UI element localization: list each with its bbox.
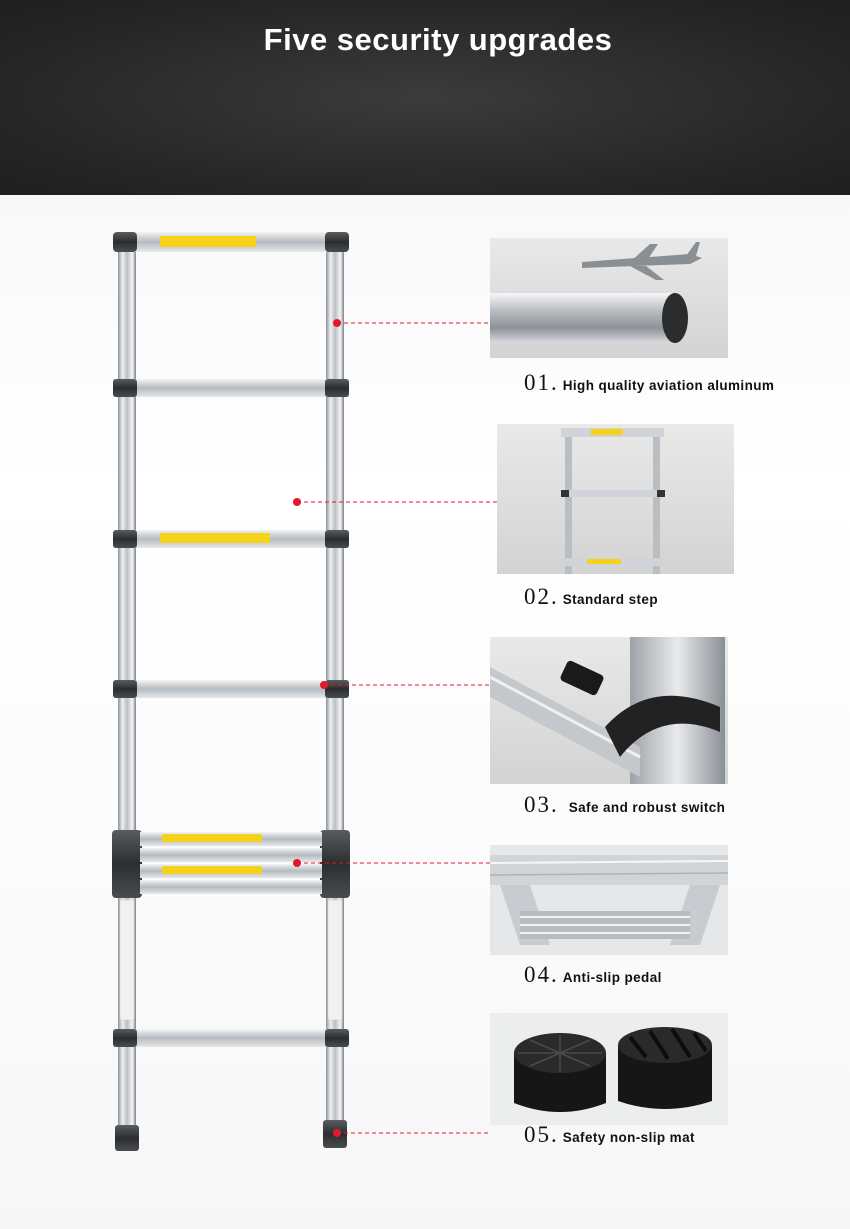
callout-dot-1 bbox=[333, 319, 341, 327]
feature-label-4: Anti-slip pedal bbox=[562, 970, 662, 985]
feature-caption-2: 02. Standard step bbox=[524, 584, 658, 610]
feature-label-5: Safety non-slip mat bbox=[562, 1130, 695, 1145]
header-banner: Five security upgrades bbox=[0, 0, 850, 195]
feature-number-3: 03. bbox=[524, 792, 559, 817]
feature-caption-3: 03. Safe and robust switch bbox=[524, 792, 725, 818]
aluminum-tube-icon bbox=[490, 242, 702, 343]
feature-caption-1: 01. High quality aviation aluminum bbox=[524, 370, 774, 396]
left-foot bbox=[115, 1125, 139, 1151]
lock-switch-icon bbox=[490, 637, 725, 784]
rubber-foot-icon bbox=[490, 1013, 728, 1125]
collapsed-rung-stack bbox=[112, 830, 350, 898]
rung-1 bbox=[113, 379, 349, 397]
rung-2 bbox=[113, 530, 349, 548]
bottom-rung bbox=[113, 1029, 349, 1047]
airplane-icon bbox=[582, 242, 702, 280]
rung-3 bbox=[113, 680, 349, 698]
step-ladder-icon bbox=[561, 428, 665, 574]
feature-photo-4 bbox=[490, 845, 728, 955]
feature-caption-4: 04. Anti-slip pedal bbox=[524, 962, 662, 988]
callout-dot-2 bbox=[293, 498, 301, 506]
feature-number-5: 05. bbox=[524, 1122, 559, 1147]
feature-photo-3 bbox=[490, 637, 728, 784]
callout-dot-3 bbox=[320, 681, 328, 689]
feature-number-4: 04. bbox=[524, 962, 559, 987]
feature-number-1: 01. bbox=[524, 370, 559, 395]
feature-label-2: Standard step bbox=[562, 592, 658, 607]
feature-number-2: 02. bbox=[524, 584, 559, 609]
feature-label-1: High quality aviation aluminum bbox=[562, 378, 775, 393]
page-title: Five security upgrades bbox=[263, 21, 613, 57]
pedal-icon bbox=[490, 845, 728, 955]
callout-dot-5 bbox=[333, 1129, 341, 1137]
feature-label-3: Safe and robust switch bbox=[568, 800, 726, 815]
feature-photo-2 bbox=[497, 424, 734, 574]
feature-photo-5 bbox=[490, 1013, 728, 1125]
warning-label bbox=[160, 236, 256, 247]
feature-photo-1 bbox=[490, 238, 728, 358]
callout-dot-4 bbox=[293, 859, 301, 867]
feature-caption-5: 05. Safety non-slip mat bbox=[524, 1122, 695, 1148]
